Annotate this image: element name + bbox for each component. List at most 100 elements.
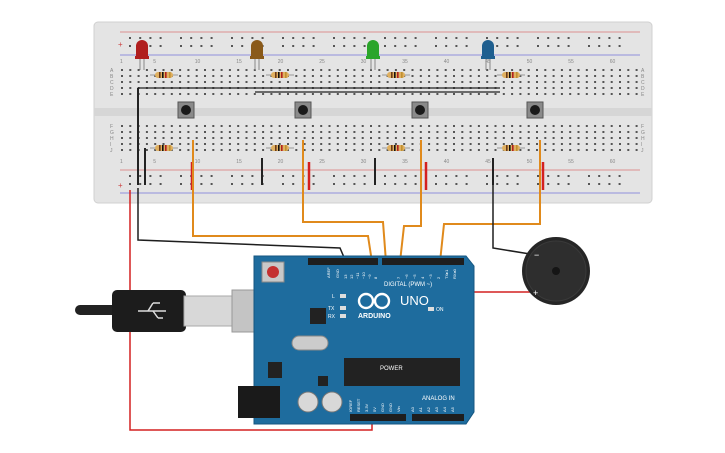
column-number: 25 xyxy=(319,59,325,65)
analog-pin-label: A1 xyxy=(418,406,423,412)
rx-label: RX xyxy=(328,314,336,320)
column-number: 5 xyxy=(153,59,156,65)
column-number: 50 xyxy=(527,59,533,65)
row-letter: C xyxy=(641,80,645,86)
row-letter: B xyxy=(110,74,114,80)
column-number: 1 xyxy=(120,59,123,65)
digital-pin-label: ~5 xyxy=(412,274,417,279)
column-number: 60 xyxy=(610,59,616,65)
digital-pin-label: 13 xyxy=(343,274,348,279)
column-number: 25 xyxy=(319,159,325,165)
resistor xyxy=(150,145,178,151)
row-letter: E xyxy=(641,92,645,98)
column-number: 20 xyxy=(278,59,284,65)
rail-plus-label: + xyxy=(118,40,123,49)
led-red[interactable] xyxy=(135,40,149,70)
power-pin-label: 3.3V xyxy=(364,403,369,412)
row-letter: G xyxy=(110,130,114,136)
column-number: 15 xyxy=(236,159,242,165)
button-4[interactable] xyxy=(526,101,544,119)
resistor xyxy=(497,145,525,151)
column-number: 55 xyxy=(568,59,574,65)
led-blue[interactable] xyxy=(481,40,495,70)
button-2[interactable] xyxy=(294,101,312,119)
row-letter: D xyxy=(641,86,645,92)
pushbutton-group[interactable] xyxy=(177,101,544,119)
column-number: 10 xyxy=(195,159,201,165)
button-1[interactable] xyxy=(177,101,195,119)
column-number: 30 xyxy=(361,59,367,65)
digital-pin-label: ~6 xyxy=(404,274,409,279)
analog-pin-label: A0 xyxy=(410,406,415,412)
row-letter: J xyxy=(641,148,644,154)
rail-plus-label-bottom: + xyxy=(118,181,123,190)
button-3[interactable] xyxy=(411,101,429,119)
analog-pin-label: A4 xyxy=(442,406,447,412)
column-numbers: 1155101015152020252530303535404045455050… xyxy=(120,59,615,165)
digital-pin-label: ~11 xyxy=(355,272,360,279)
row-letter: J xyxy=(110,148,113,154)
row-letter: H xyxy=(641,136,645,142)
column-number: 40 xyxy=(444,59,450,65)
digital-pin-label: 7 xyxy=(396,276,401,279)
row-letter: F xyxy=(641,124,644,130)
resistor xyxy=(266,72,294,78)
row-letter: E xyxy=(110,92,114,98)
column-number: 35 xyxy=(402,59,408,65)
row-letter: C xyxy=(110,80,114,86)
resistor xyxy=(382,72,410,78)
digital-label: DIGITAL (PWM ~) xyxy=(384,282,432,288)
row-letter: I xyxy=(110,142,111,148)
analog-pin-label: A5 xyxy=(450,406,455,412)
row-letter: A xyxy=(110,68,114,74)
breadboard-jumpers xyxy=(137,87,545,190)
led-group[interactable] xyxy=(135,40,495,70)
row-letter: G xyxy=(641,130,645,136)
power-pin-label: GND xyxy=(388,403,393,412)
column-number: 35 xyxy=(402,159,408,165)
power-pin-label: 5V xyxy=(372,407,377,412)
column-number: 1 xyxy=(120,159,123,165)
power-label: POWER xyxy=(380,366,403,372)
digital-pin-label: TX▸1 xyxy=(444,269,449,279)
power-pin-label: Vin xyxy=(396,406,401,412)
power-jack[interactable] xyxy=(238,386,280,418)
gnd-label: GND xyxy=(335,269,340,278)
digital-pin-label: 8 xyxy=(373,276,378,279)
led-orange[interactable] xyxy=(250,40,264,70)
analog-label: ANALOG IN xyxy=(422,396,455,402)
column-number: 60 xyxy=(610,159,616,165)
resistor xyxy=(150,72,178,78)
digital-pin-label: 4 xyxy=(420,276,425,279)
digital-pin-label: 12 xyxy=(349,274,354,279)
piezo-buzzer[interactable]: − + xyxy=(522,237,590,305)
uno-label: UNO xyxy=(400,293,429,308)
row-letter: B xyxy=(641,74,645,80)
column-number: 40 xyxy=(444,159,450,165)
arduino-uno-board[interactable]: L TX RX ON ARDUINO UNO DIGITAL (PWM ~) P… xyxy=(238,255,475,425)
row-letter: A xyxy=(641,68,645,74)
arduino-infinity-logo xyxy=(357,292,391,310)
l-label: L xyxy=(332,294,335,300)
column-number: 20 xyxy=(278,159,284,165)
row-letter: H xyxy=(110,136,114,142)
digital-pin-label: ~3 xyxy=(428,274,433,279)
digital-pin-label: ~9 xyxy=(367,274,372,279)
digital-pin-label: ~10 xyxy=(361,271,366,279)
row-letter: F xyxy=(110,124,113,130)
tx-label: TX xyxy=(328,306,335,312)
resistor xyxy=(266,145,294,151)
column-number: 5 xyxy=(153,159,156,165)
resistor xyxy=(382,145,410,151)
column-number: 15 xyxy=(236,59,242,65)
usb-icon xyxy=(138,302,166,319)
on-label: ON xyxy=(436,307,444,313)
led-green[interactable] xyxy=(366,40,380,70)
power-pin-label: RESET xyxy=(356,398,361,412)
column-number: 45 xyxy=(485,59,491,65)
